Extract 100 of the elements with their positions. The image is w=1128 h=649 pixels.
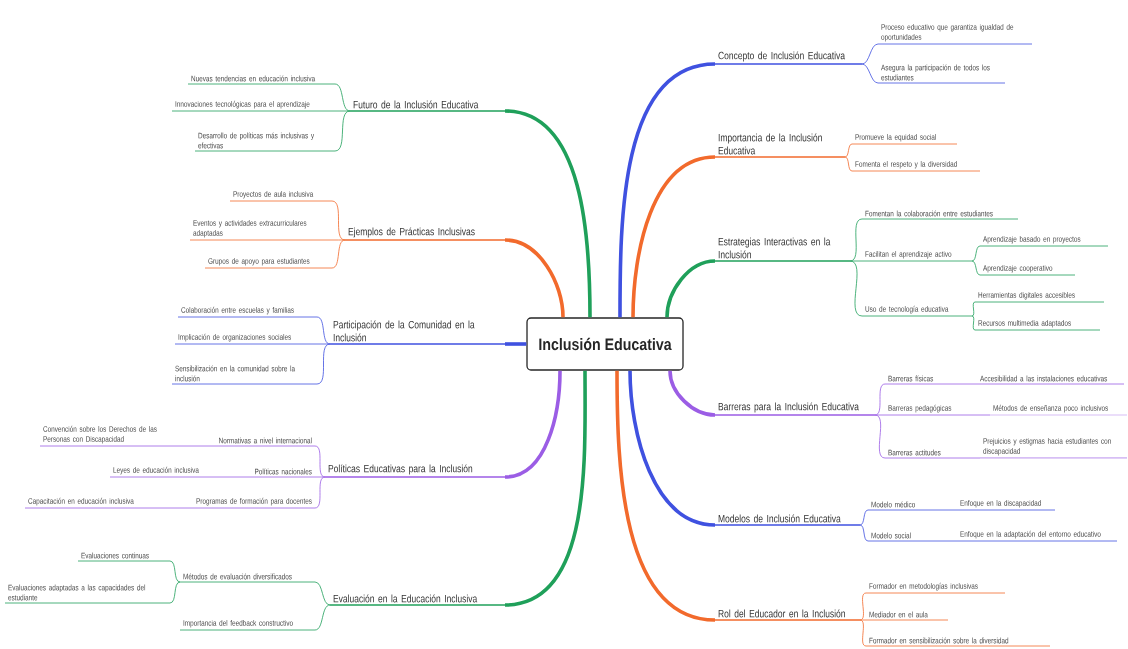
subtopic-label: Sensibilización en la comunidad sobre la inclusión (171, 365, 318, 385)
topic-label: Políticas Educativas para la Inclusión (324, 464, 506, 478)
branch-line (631, 155, 716, 318)
branch-line (844, 143, 853, 158)
subtopic-label: Recursos multimedia adaptados (974, 319, 1101, 331)
branch-line (169, 560, 181, 583)
subtopic-label: Mediador en el aula (865, 611, 949, 621)
topic-label: Futuro de la Inclusión Educativa (349, 100, 506, 112)
branch-line (964, 383, 978, 385)
subtopic-label: Enfoque en la adaptación del entorno educativo (956, 530, 1118, 542)
subtopic-label: Desarrollo de políticas más inclusivas y efectivas (194, 132, 336, 152)
topic-label: Concepto de Inclusión Educativa (714, 51, 863, 65)
branch-line (971, 245, 981, 262)
root-box: Inclusión Educativa (526, 317, 684, 371)
branch-line (874, 414, 886, 459)
topic-label: Modelos de Inclusión Educativa (714, 514, 861, 526)
branch-line (849, 218, 863, 262)
branch-line (844, 156, 853, 172)
subtopic-label: Aprendizaje cooperativo (979, 264, 1076, 276)
subtopic-label: Evaluaciones adaptadas a las capacidades del estudiante (4, 584, 171, 604)
branch-line (874, 414, 886, 416)
branch-line (317, 343, 331, 345)
subtopic-label: Nuevas tendencias en educación inclusiva (187, 75, 336, 85)
subtopic-label: Barreras actitudes (884, 449, 971, 459)
topic-label: Importancia de la Inclusión Educativa (714, 133, 846, 158)
subtopic-label: Prejuicios y estigmas hacia estudiantes con discapacidad (979, 437, 1128, 459)
subtopic-label: Fomenta el respeto y la diversidad (851, 160, 981, 172)
subtopic-label: Formador en metodologías inclusivas (865, 582, 1006, 594)
branch-line (861, 63, 879, 84)
subtopic-label: Capacitación en educación inclusiva (24, 497, 169, 509)
branch-line (334, 83, 351, 112)
branch-line (944, 509, 958, 511)
subtopic-label: Normativas a nivel internacional (179, 437, 316, 447)
subtopic-label: Importancia del feedback constructivo (179, 619, 316, 631)
branch-line (665, 259, 716, 318)
subtopic-label: Promueve la equidad social (851, 133, 958, 145)
branch-line (874, 383, 886, 416)
branch-line (859, 524, 869, 542)
branch-line (628, 370, 716, 527)
branch-line (859, 509, 869, 526)
branch-line (331, 239, 346, 269)
subtopic-label: Políticas nacionales (234, 468, 316, 478)
branch-line (969, 457, 981, 459)
subtopic-label: Leyes de educación inclusiva (109, 466, 226, 478)
branch-line (314, 476, 326, 509)
branch-line (618, 62, 716, 318)
branch-line (859, 619, 867, 621)
subtopic-label: Formador en sensibilización sobre la diversidad (865, 637, 1051, 647)
subtopic-label: Implicación de organizaciones sociales (174, 333, 319, 345)
topic-label: Estrategias Interactivas en la Inclusión (714, 237, 851, 262)
branch-line (859, 592, 867, 621)
branch-line (859, 619, 867, 647)
branch-line (224, 476, 236, 478)
subtopic-label: Convención sobre los Derechos de las Personas con Discapacidad (39, 425, 171, 447)
topic-label: Rol del Educador en la Inclusión (714, 609, 861, 621)
branch-line (167, 507, 179, 509)
subtopic-label: Barreras pedagógicas (884, 404, 981, 416)
subtopic-label: Aprendizaje basado en proyectos (979, 235, 1109, 247)
subtopic-label: Enfoque en la discapacidad (956, 499, 1056, 511)
subtopic-label: Modelo social (867, 532, 946, 542)
branch-line (971, 315, 976, 331)
subtopic-label: Modelo médico (867, 501, 946, 511)
branch-line (316, 343, 331, 385)
subtopic-label: Accesibilidad a las instalaciones educativas (976, 375, 1125, 385)
branch-line (314, 604, 331, 631)
branch-line (504, 370, 562, 479)
branch-line (169, 581, 181, 604)
topic-label: Ejemplos de Prácticas Inclusivas (344, 227, 506, 241)
branch-line (971, 260, 981, 276)
subtopic-label: Grupos de apoyo para estudiantes (204, 257, 333, 269)
branch-line (314, 445, 326, 478)
subtopic-label: Evaluaciones continuas (77, 552, 171, 562)
branch-line (861, 43, 879, 65)
branch-line (169, 445, 181, 447)
branch-line (331, 200, 346, 241)
branch-line (849, 260, 863, 262)
topic-label: Evaluación en la Educación Inclusiva (329, 594, 506, 606)
topic-label: Barreras para la Inclusión Educativa (714, 402, 876, 416)
subtopic-label: Asegura la participación de todos los estudiantes (877, 64, 1006, 84)
branch-line (505, 342, 527, 346)
subtopic-label: Herramientas digitales accesibles (974, 291, 1105, 303)
subtopic-label: Fomentan la colaboración entre estudiantes (861, 210, 1019, 220)
branch-line (979, 414, 991, 416)
subtopic-label: Programas de formación para docentes (177, 497, 316, 509)
branch-line (615, 370, 716, 622)
subtopic-label: Innovaciones tecnológicas para el aprendizaje (171, 100, 339, 112)
branch-line (849, 260, 863, 317)
topic-label: Participación de la Comunidad en la Inclusión (329, 320, 506, 345)
subtopic-label: Métodos de enseñanza poco inclusivos (989, 404, 1128, 416)
subtopic-label: Colaboración entre escuelas y familias (177, 306, 318, 318)
branch-line (971, 301, 976, 317)
subtopic-label: Uso de tecnología educativa (861, 305, 973, 317)
branch-line (316, 316, 331, 345)
subtopic-label: Barreras físicas (884, 375, 966, 385)
branch-line (668, 370, 716, 417)
branch-line (504, 238, 565, 318)
subtopic-label: Métodos de evaluación diversificados (179, 573, 316, 583)
branch-line (504, 109, 592, 318)
subtopic-label: Facilitan el aprendizaje activo (861, 250, 973, 262)
branch-line (314, 581, 331, 606)
